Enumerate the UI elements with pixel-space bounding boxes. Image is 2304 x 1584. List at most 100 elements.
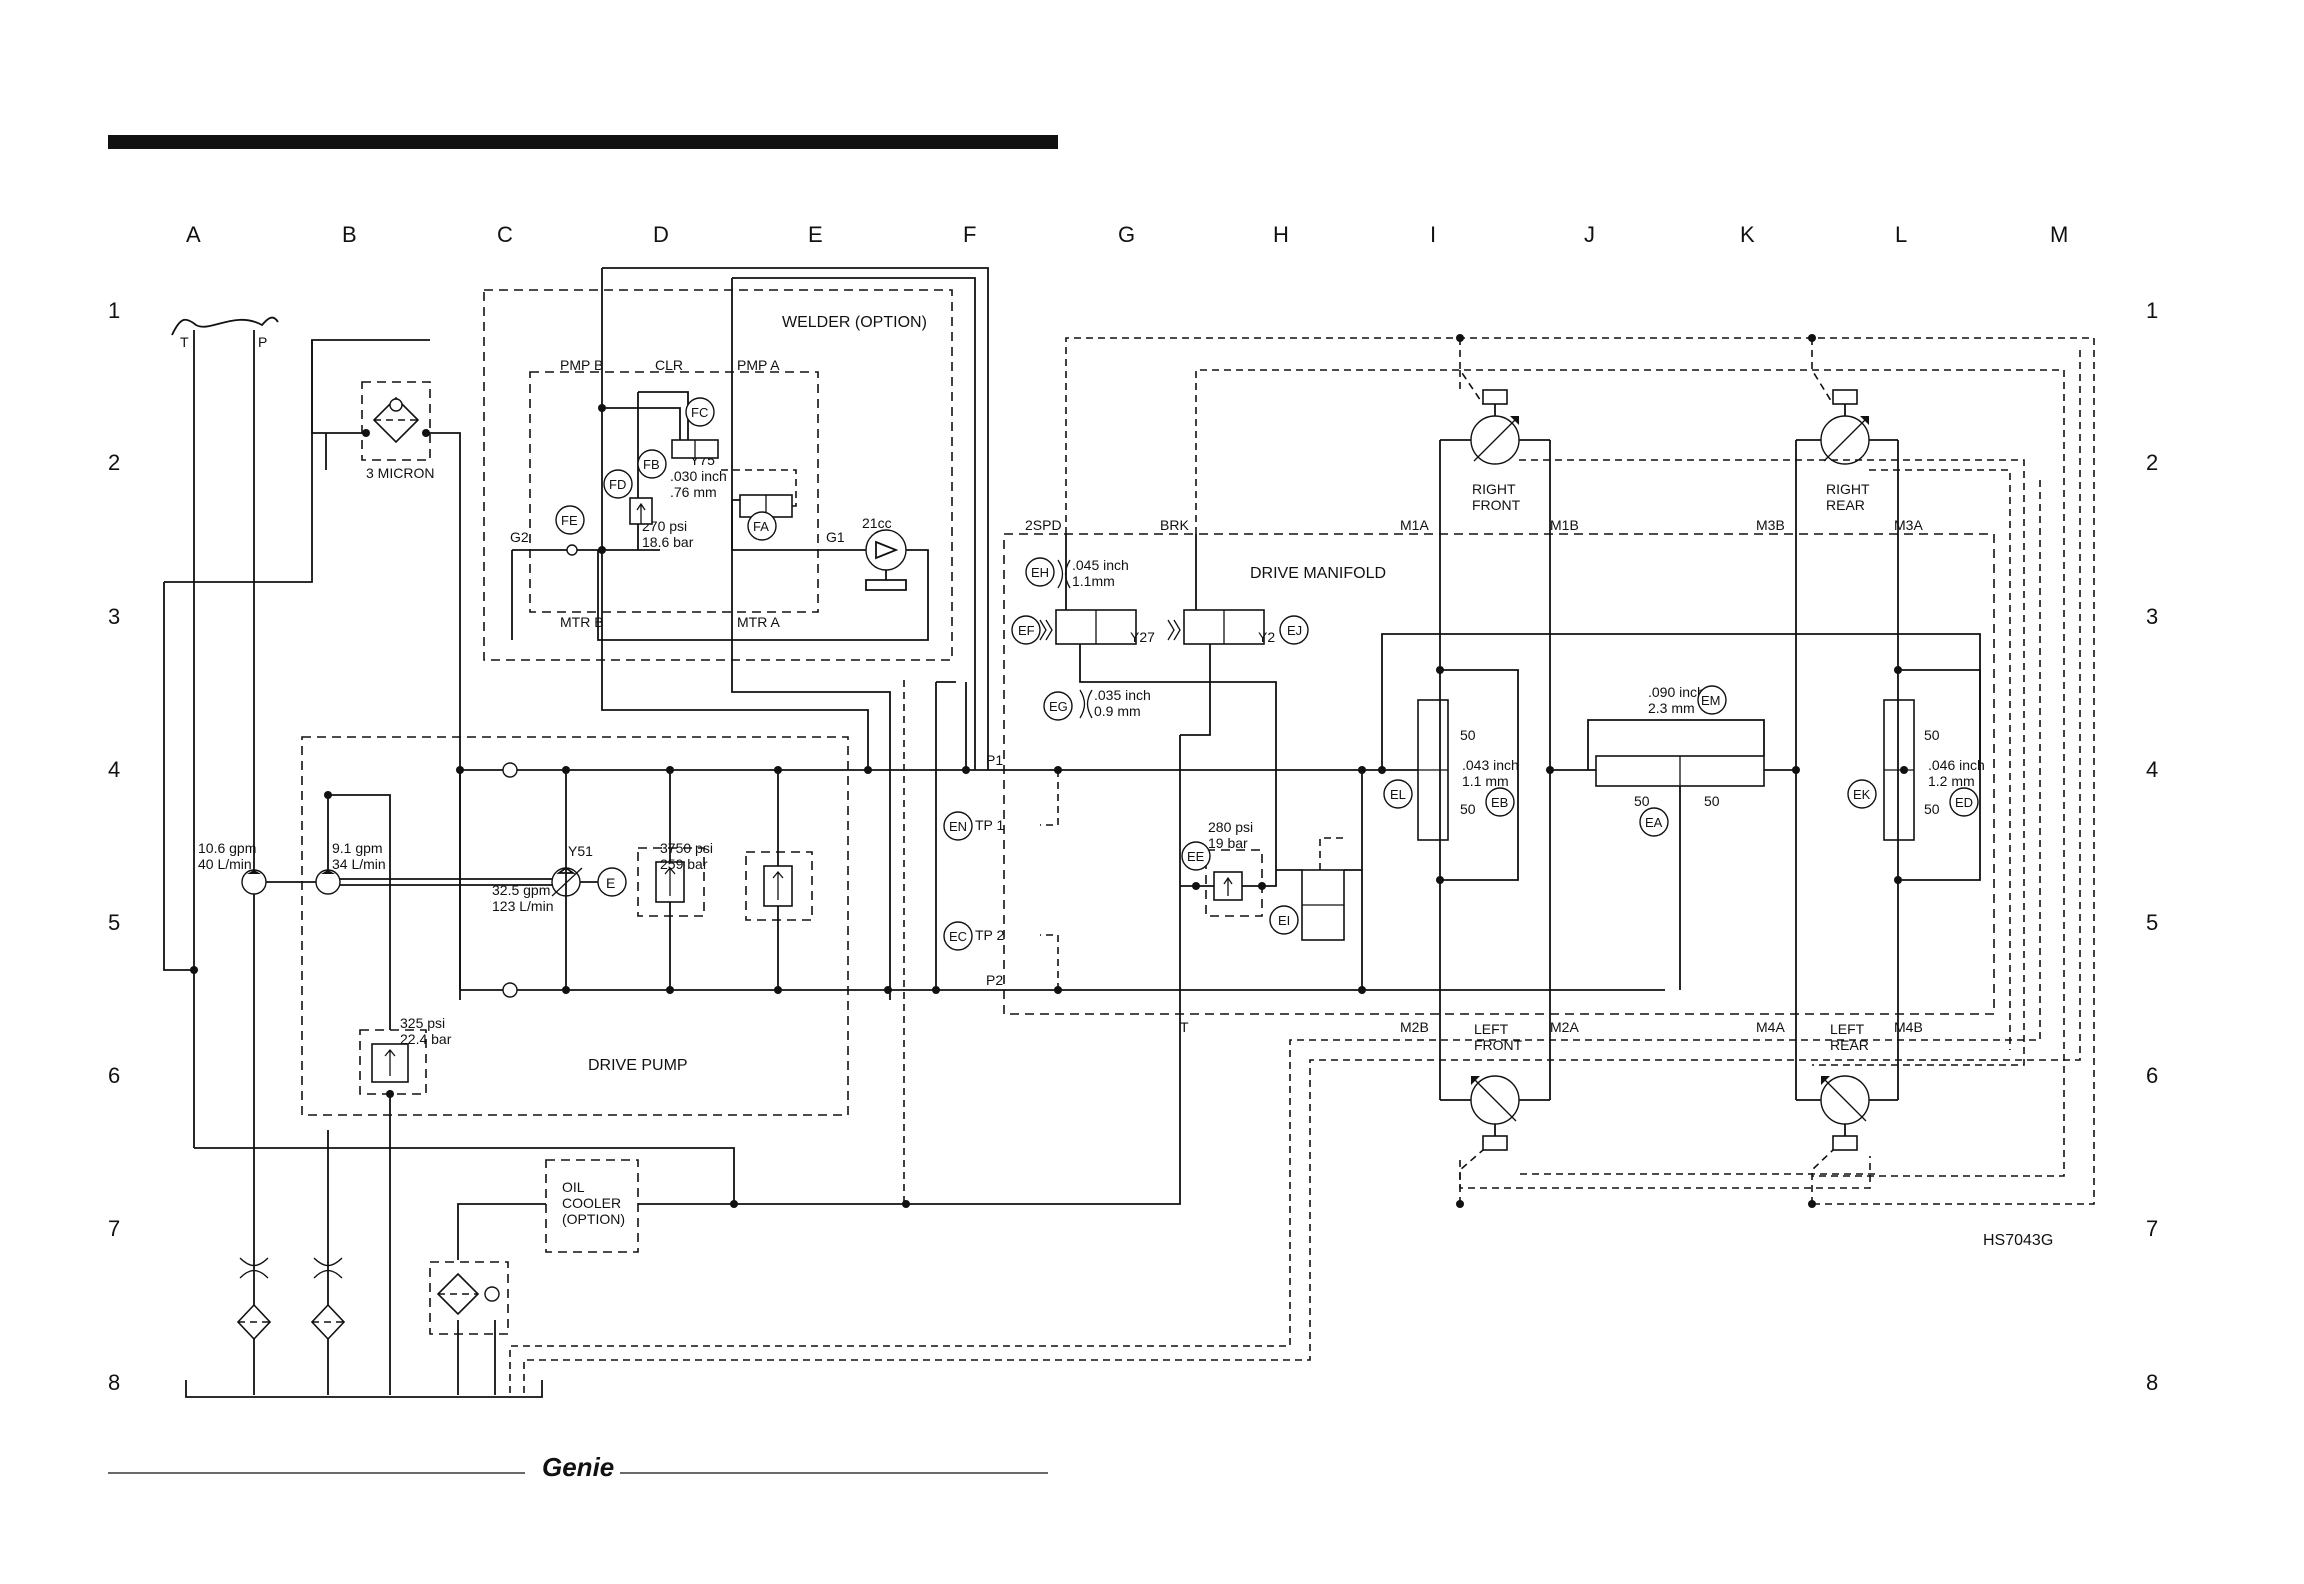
rear-divider-50b: 50	[1924, 801, 1940, 817]
orifice-em-1: .090 inch	[1648, 684, 1705, 700]
welder-pmp-b-line	[602, 267, 989, 770]
wheel-rr-label-2: REAR	[1826, 497, 1865, 513]
manifold-m3b: M3B	[1756, 517, 1785, 533]
grid-columns: A B C D E F G H I J K L M	[186, 222, 2068, 247]
orifice-ed-1: .046 inch	[1928, 757, 1985, 773]
callout-em: EM	[1701, 693, 1721, 708]
manifold-m4b: M4B	[1894, 1019, 1923, 1035]
callout-ek-circle	[1847, 779, 1877, 809]
callout-el: EL	[1390, 787, 1406, 802]
callout-ej-circle	[1279, 615, 1309, 645]
welder-mtr-a: MTR A	[737, 614, 780, 630]
center-divider-50a: 50	[1634, 793, 1650, 809]
callout-ei: EI	[1278, 913, 1290, 928]
grid-col-h: H	[1273, 222, 1289, 247]
front-divider-50a: 50	[1460, 727, 1476, 743]
drive-pump-title: DRIVE PUMP	[588, 1057, 688, 1074]
callout-ed: ED	[1955, 795, 1973, 810]
callout-en-circle	[943, 811, 973, 841]
grid-row-2-right: 2	[2146, 450, 2158, 475]
welder-outer-box	[483, 289, 953, 661]
welder-g2-line	[511, 549, 660, 640]
orifice-ed-2: 1.2 mm	[1928, 773, 1975, 789]
welder-relief-2: 18.6 bar	[642, 534, 694, 550]
callout-ea-circle	[1639, 807, 1669, 837]
grid-row-2-left: 2	[108, 450, 120, 475]
welder-clr-line-b	[638, 391, 689, 440]
filter-housing	[361, 381, 431, 461]
wheel-rf-label-1: RIGHT	[1472, 481, 1516, 497]
tank-group: T P	[171, 316, 543, 1398]
grid-row-5-right: 5	[2146, 910, 2158, 935]
shutoff-valve-icon	[239, 1257, 343, 1279]
charge-relief-box	[359, 1029, 427, 1095]
welder-mtr-b: MTR B	[560, 614, 604, 630]
manifold-m4a: M4A	[1756, 1019, 1785, 1035]
welder-orifice-1: .030 inch	[670, 468, 727, 484]
wheel-lf-label-2: FRONT	[1474, 1037, 1523, 1053]
welder-motor-icon	[865, 529, 907, 571]
pump-valve-y51: Y51	[568, 843, 593, 859]
tank-p-label: P	[258, 334, 267, 350]
orifice-eb-2: 1.1 mm	[1462, 773, 1509, 789]
grid-col-l: L	[1895, 222, 1907, 247]
lower-pilot-loop	[1459, 1156, 1880, 1189]
wheel-right-rear: RIGHT REAR	[1796, 389, 1898, 513]
grid-col-i: I	[1430, 222, 1436, 247]
manifold-title: DRIVE MANIFOLD	[1250, 565, 1386, 582]
callout-ej: EJ	[1287, 623, 1302, 638]
grid-row-7-right: 7	[2146, 1216, 2158, 1241]
piston-pump-flow-1: 32.5 gpm	[492, 882, 550, 898]
cooler-outlet-line	[457, 1203, 546, 1260]
shuttle-pilot-line	[1319, 837, 1346, 870]
callout-fb: FB	[643, 457, 660, 472]
drive-pump-group: DRIVE PUMP 10.6 gpm 40 L/min 9.1 gpm 34 …	[198, 736, 1665, 1116]
callout-ef-circle	[1011, 615, 1041, 645]
wheel-rf-label-2: FRONT	[1472, 497, 1521, 513]
welder-pilot-line	[720, 469, 797, 507]
rear-divider-return	[1898, 669, 1981, 881]
cooler-inlet-line	[194, 1147, 735, 1205]
manifold-p1: P1	[986, 752, 1003, 768]
grid-col-e: E	[808, 222, 823, 247]
oil-cooler-box	[545, 1159, 639, 1253]
brake-rr-icon	[1832, 389, 1858, 405]
drive-pump-box	[301, 736, 849, 1116]
oil-cooler-line-1: OIL	[562, 1179, 585, 1195]
center-divider-50b: 50	[1704, 793, 1720, 809]
main-relief-2: 259 bar	[660, 856, 708, 872]
grid-col-c: C	[497, 222, 513, 247]
charge-relief-1: 325 psi	[400, 1015, 445, 1031]
callout-fe: FE	[561, 513, 578, 528]
callout-eh-circle	[1025, 557, 1055, 587]
orifice-eh-icon	[1057, 559, 1071, 589]
callout-ek: EK	[1853, 787, 1871, 802]
welder-return-loop	[512, 549, 929, 641]
grid-row-3-right: 3	[2146, 604, 2158, 629]
wheel-right-front: RIGHT FRONT	[1440, 389, 1550, 513]
piston-pump-flow-2: 123 L/min	[492, 898, 553, 914]
callout-eb-circle	[1485, 787, 1515, 817]
brake-pilot-line	[1195, 369, 2065, 1177]
callout-eh: EH	[1031, 565, 1049, 580]
front-divider-return	[1440, 669, 1519, 881]
welder-motor-size: 21cc	[862, 515, 892, 531]
grid-rows: 1 2 3 4 5 6 7 8 1 2 3 4 5 6 7 8	[108, 298, 2158, 1395]
brake-relief-box	[1205, 849, 1263, 917]
brake-rf-icon	[1482, 389, 1508, 405]
callout-eg: EG	[1049, 699, 1068, 714]
pump-motor-e: E	[606, 875, 615, 891]
grid-col-m: M	[2050, 222, 2068, 247]
callout-ee-circle	[1181, 841, 1211, 871]
filter-outlet-line	[426, 432, 461, 1000]
grid-row-4-left: 4	[108, 757, 120, 782]
callout-fa-circle	[747, 511, 777, 541]
grid-row-1-left: 1	[108, 298, 120, 323]
callout-en: EN	[949, 819, 967, 834]
case-return-dashed-a	[509, 480, 2041, 1395]
grid-row-3-left: 3	[108, 604, 120, 629]
oil-cooler-line-2: COOLER	[562, 1195, 621, 1211]
grid-row-5-left: 5	[108, 910, 120, 935]
valve-y27-label: Y27	[1130, 629, 1155, 645]
callout-ec: EC	[949, 929, 967, 944]
